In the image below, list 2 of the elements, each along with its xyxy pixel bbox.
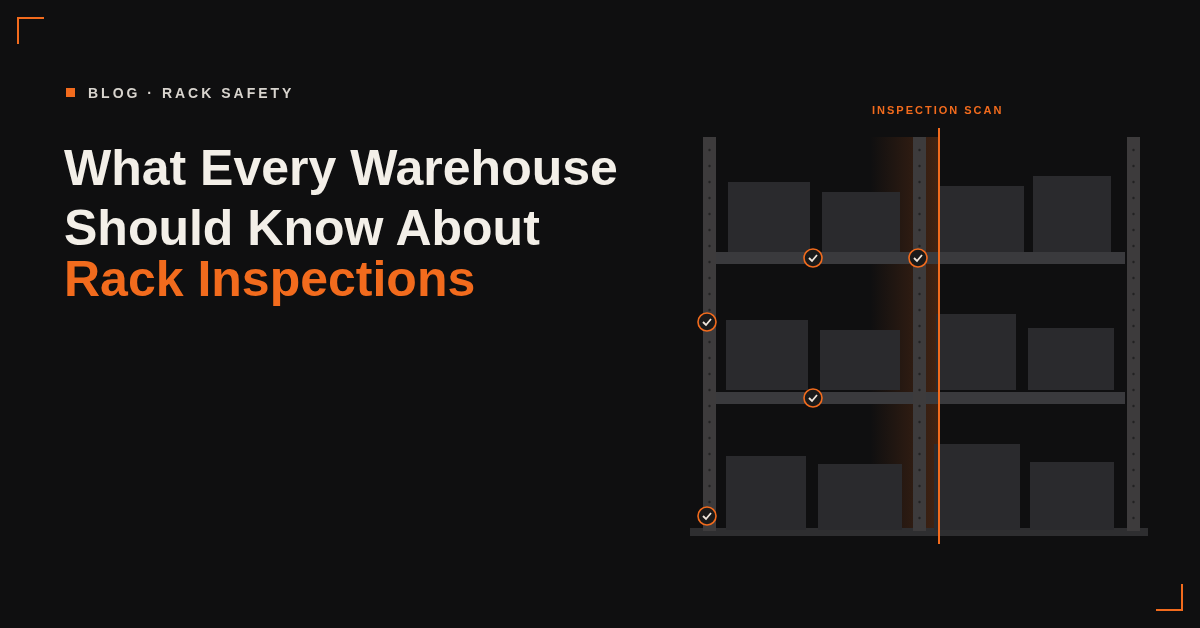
category-tag: BLOG · RACK SAFETY	[88, 85, 295, 101]
scan-label: INSPECTION SCAN	[872, 104, 1004, 116]
